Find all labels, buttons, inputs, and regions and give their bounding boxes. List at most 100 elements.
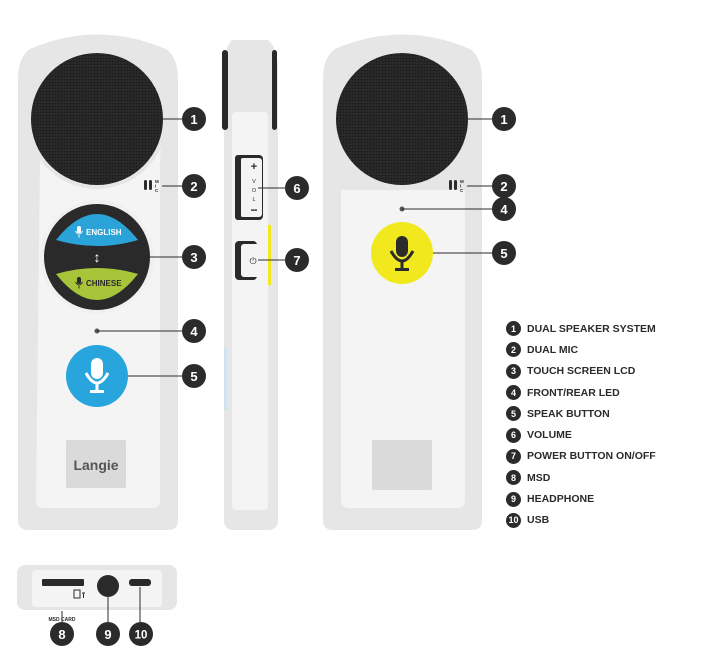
callout-1-front: 1 bbox=[182, 107, 206, 131]
svg-text:M: M bbox=[460, 179, 464, 184]
legend-item: 7 POWER BUTTON ON/OFF bbox=[506, 446, 656, 467]
volume-letter-l: L bbox=[252, 197, 255, 203]
legend-number: 1 bbox=[506, 321, 521, 337]
legend-number: 4 bbox=[506, 385, 521, 401]
svg-text:I: I bbox=[155, 184, 156, 189]
leader-lines bbox=[61, 118, 492, 622]
legend-label: MSD bbox=[527, 471, 551, 484]
callout-2-back: 2 bbox=[492, 174, 516, 198]
callout-4-back: 4 bbox=[492, 197, 516, 221]
power-icon: ⏻ bbox=[249, 256, 256, 266]
legend-item: 1 DUAL SPEAKER SYSTEM bbox=[506, 318, 656, 339]
front-view: M I C ENGLISH ↕ CHINESE bbox=[18, 34, 178, 530]
svg-text:C: C bbox=[460, 188, 464, 193]
svg-text:1: 1 bbox=[500, 112, 507, 127]
legend-number: 2 bbox=[506, 342, 521, 358]
side-view: + V O L − ⏻ bbox=[222, 40, 278, 530]
side-top-edge-right bbox=[272, 50, 277, 130]
chinese-button[interactable] bbox=[56, 268, 138, 300]
swap-icon[interactable]: ↕ bbox=[94, 249, 101, 265]
legend-item: 8 MSD bbox=[506, 467, 656, 488]
svg-text:10: 10 bbox=[135, 630, 148, 642]
svg-text:8: 8 bbox=[58, 627, 65, 642]
svg-text:M: M bbox=[155, 179, 159, 184]
legend-item: 4 FRONT/REAR LED bbox=[506, 382, 656, 403]
svg-text:I: I bbox=[460, 184, 461, 189]
back-body-inner bbox=[341, 190, 465, 508]
legend-item: 9 HEADPHONE bbox=[506, 488, 656, 509]
callout-4-front: 4 bbox=[182, 319, 206, 343]
chinese-label: CHINESE bbox=[86, 279, 122, 288]
back-mic-icon: M I C bbox=[449, 179, 464, 193]
legend-label: VOLUME bbox=[527, 429, 572, 442]
callout-1-back: 1 bbox=[492, 107, 516, 131]
callout-5-back: 5 bbox=[492, 241, 516, 265]
msd-slot[interactable] bbox=[42, 579, 84, 586]
callout-3: 3 bbox=[182, 245, 206, 269]
english-button[interactable] bbox=[56, 214, 138, 246]
volume-letter-v: V bbox=[252, 179, 256, 185]
callout-2-front: 2 bbox=[182, 174, 206, 198]
callout-7: 7 bbox=[285, 248, 309, 272]
back-plate bbox=[372, 440, 432, 490]
legend-label: TOUCH SCREEN LCD bbox=[527, 365, 636, 378]
legend-item: 6 VOLUME bbox=[506, 424, 656, 445]
svg-text:5: 5 bbox=[500, 246, 507, 261]
legend-item: 2 DUAL MIC bbox=[506, 339, 656, 360]
brand-plate bbox=[66, 440, 126, 488]
chinese-mic-icon bbox=[75, 277, 83, 289]
svg-text:3: 3 bbox=[190, 250, 197, 265]
legend-number: 7 bbox=[506, 448, 521, 464]
power-button[interactable]: ⏻ bbox=[235, 241, 260, 280]
brand-logo: Langie bbox=[73, 457, 118, 473]
svg-text:C: C bbox=[155, 188, 159, 193]
usb-port[interactable] bbox=[129, 579, 151, 586]
legend-label: POWER BUTTON ON/OFF bbox=[527, 450, 656, 463]
touch-screen[interactable]: ENGLISH ↕ CHINESE bbox=[40, 200, 154, 314]
legend-label: SPEAK BUTTON bbox=[527, 407, 610, 420]
side-yellow-strip bbox=[268, 225, 271, 285]
svg-text:2: 2 bbox=[500, 179, 507, 194]
svg-text:2: 2 bbox=[190, 179, 197, 194]
svg-text:7: 7 bbox=[293, 253, 300, 268]
legend-number: 8 bbox=[506, 470, 521, 486]
svg-text:4: 4 bbox=[190, 324, 198, 339]
legend-label: USB bbox=[527, 514, 550, 527]
legend-label: FRONT/REAR LED bbox=[527, 386, 620, 399]
legend-label: HEADPHONE bbox=[527, 493, 595, 506]
volume-letter-o: O bbox=[252, 188, 257, 194]
back-speak-button[interactable] bbox=[371, 222, 433, 284]
svg-text:4: 4 bbox=[500, 202, 508, 217]
callouts: 1 2 3 4 5 6 7 1 2 4 5 8 9 10 bbox=[50, 107, 516, 646]
legend-label: DUAL SPEAKER SYSTEM bbox=[527, 322, 656, 335]
back-view: M I C bbox=[323, 34, 482, 530]
front-mic-icon: M I C bbox=[144, 179, 159, 193]
legend-label: DUAL MIC bbox=[527, 343, 579, 356]
legend: 1 DUAL SPEAKER SYSTEM 2 DUAL MIC 3 TOUCH SC… bbox=[506, 318, 656, 531]
volume-rocker[interactable]: + V O L − bbox=[235, 155, 263, 220]
legend-number: 10 bbox=[506, 512, 521, 528]
callout-8: 8 bbox=[50, 622, 74, 646]
volume-plus[interactable]: + bbox=[251, 161, 257, 173]
callout-10: 10 bbox=[129, 622, 153, 646]
headphone-jack[interactable] bbox=[97, 575, 119, 597]
svg-text:1: 1 bbox=[190, 112, 197, 127]
legend-item: 10 USB bbox=[506, 510, 656, 531]
svg-text:6: 6 bbox=[293, 181, 300, 196]
legend-number: 3 bbox=[506, 363, 521, 379]
english-label: ENGLISH bbox=[86, 228, 122, 237]
side-blue-strip bbox=[224, 348, 227, 410]
legend-number: 6 bbox=[506, 427, 521, 443]
english-mic-icon bbox=[75, 226, 83, 238]
bottom-view: MSD CARD bbox=[17, 565, 177, 623]
volume-minus[interactable]: − bbox=[250, 203, 257, 217]
legend-number: 9 bbox=[506, 491, 521, 507]
side-top-edge bbox=[222, 50, 228, 130]
back-speak-mic-icon bbox=[389, 236, 415, 271]
front-speak-button[interactable] bbox=[66, 345, 128, 407]
callout-9: 9 bbox=[96, 622, 120, 646]
svg-text:5: 5 bbox=[190, 369, 197, 384]
back-speaker-grille bbox=[336, 53, 468, 185]
